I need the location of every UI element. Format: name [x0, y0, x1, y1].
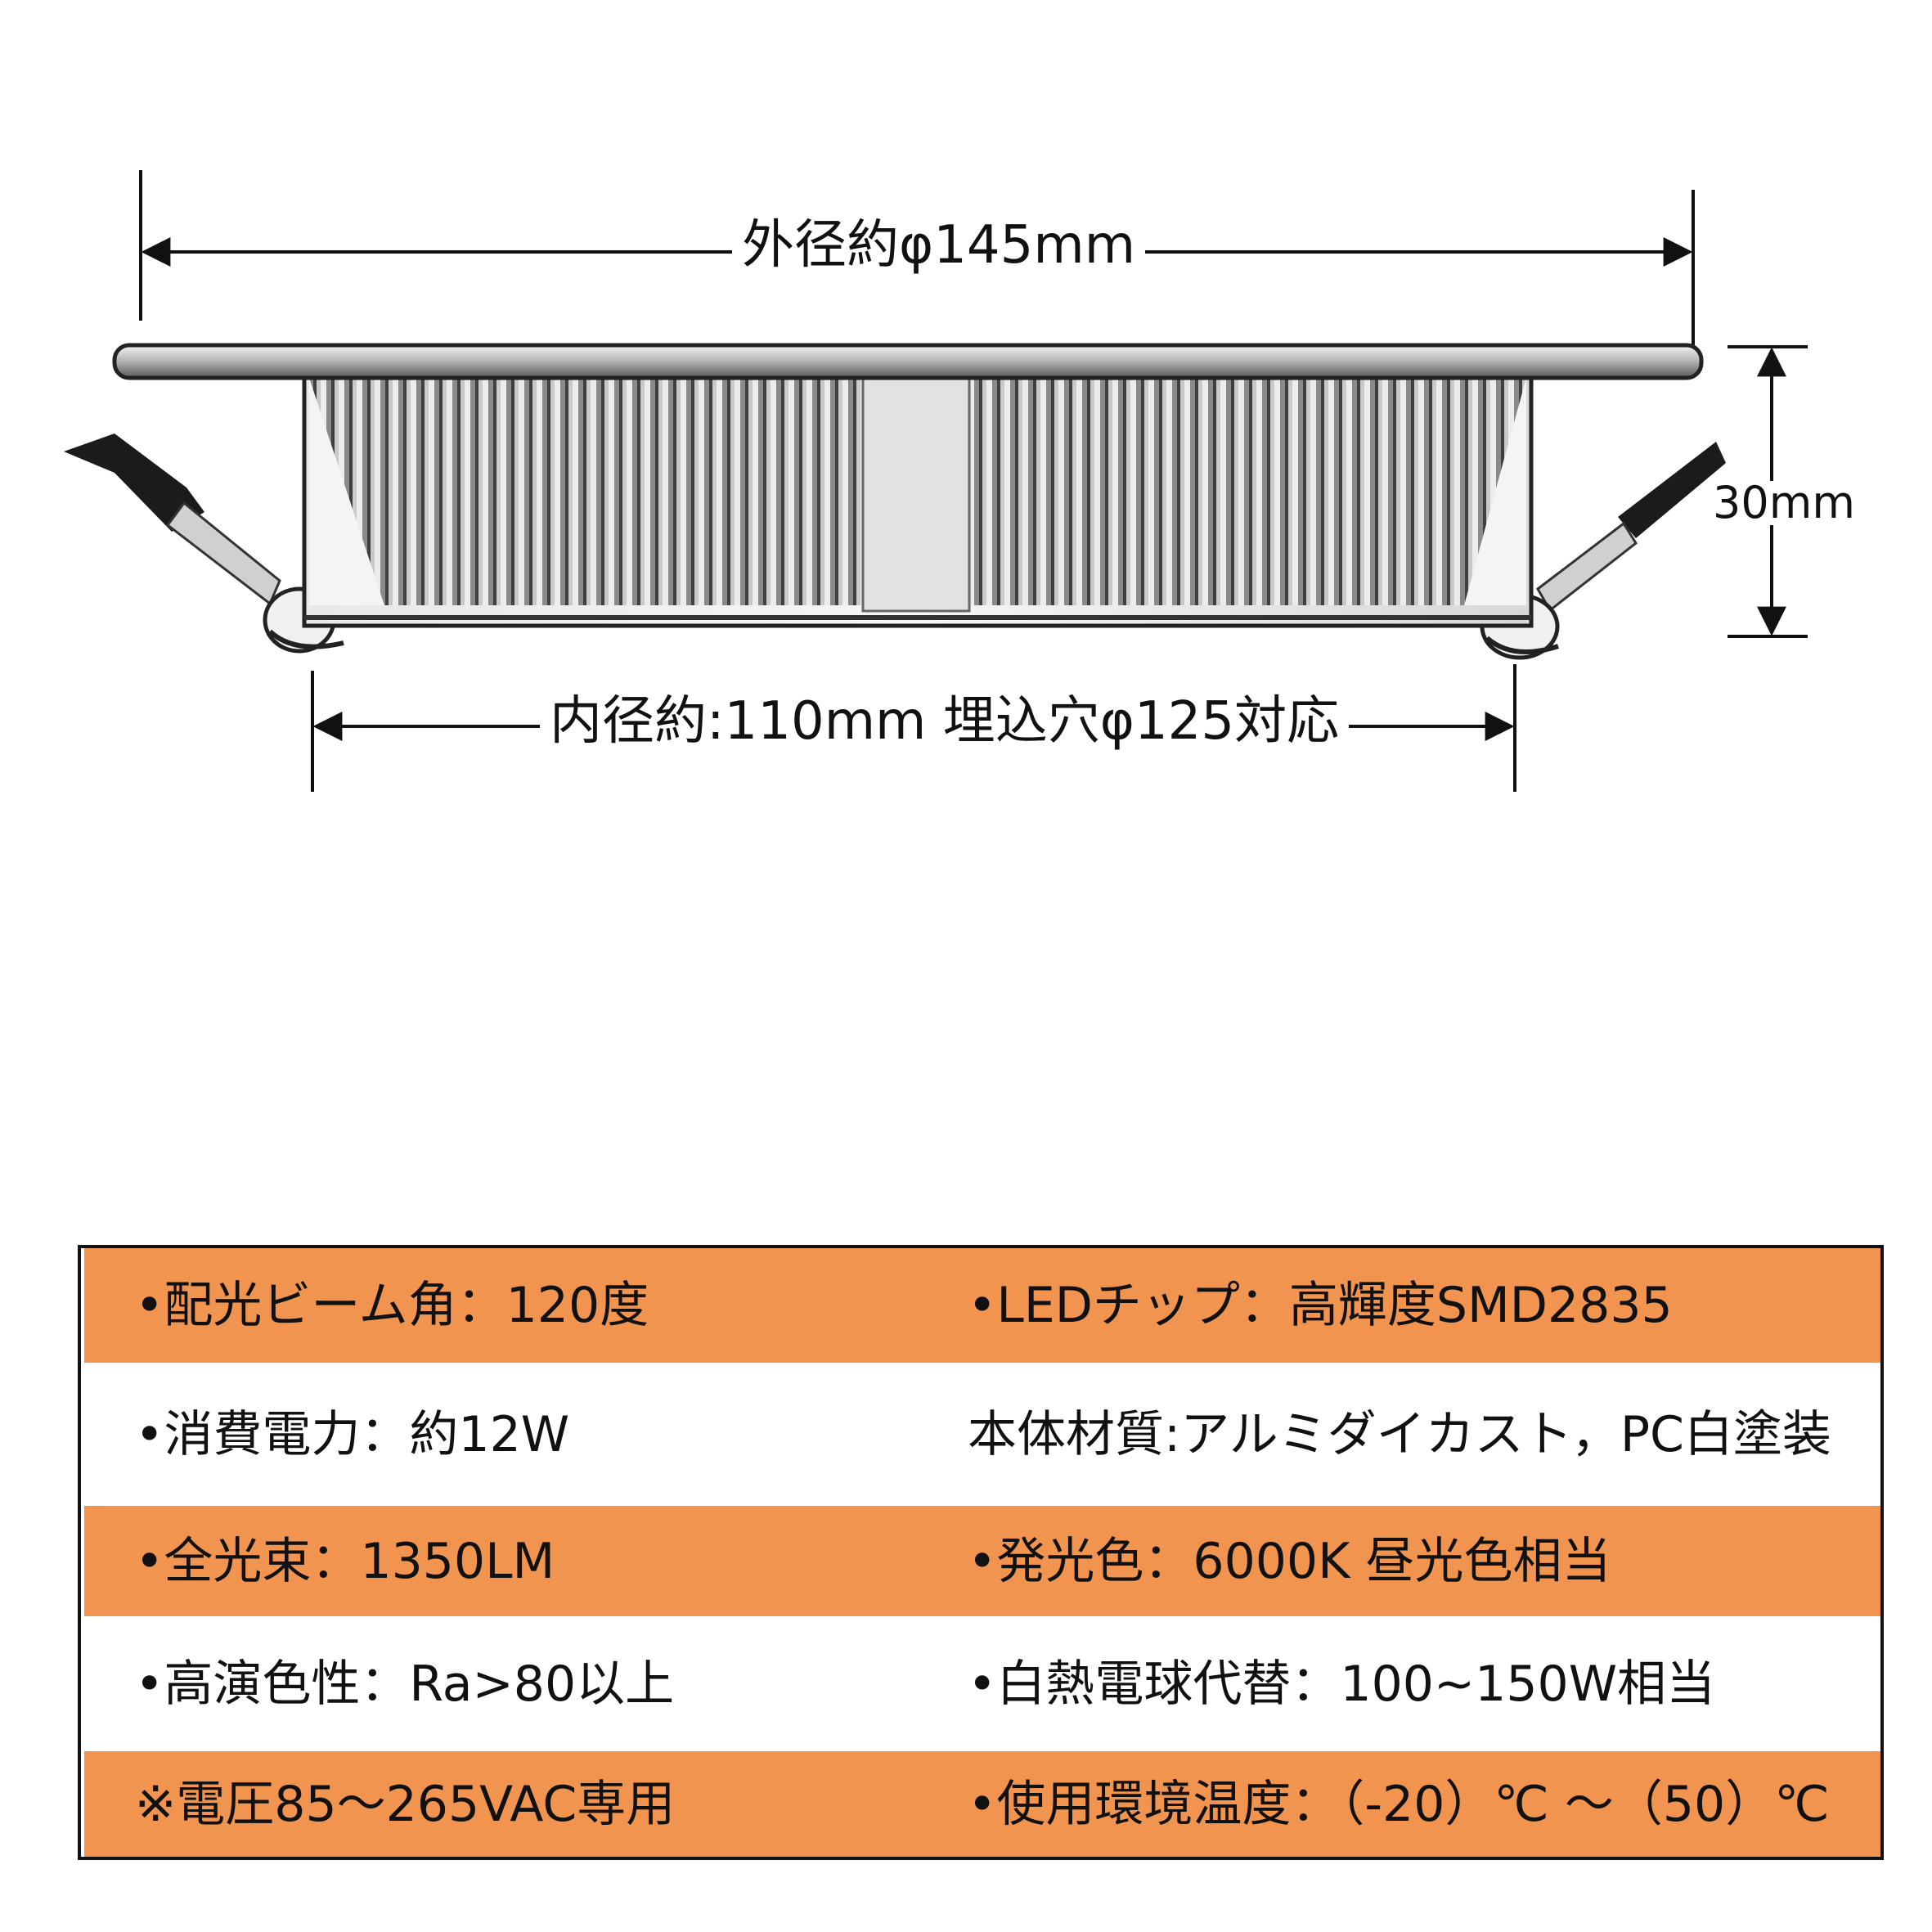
- flange: [112, 343, 1704, 380]
- spec-row: •高演色性：Ra>80以上 •白熱電球代替：100~150W相当: [84, 1616, 1880, 1751]
- spec-right: •使用環境温度：（-20）℃ ～（50）℃: [968, 1775, 1830, 1833]
- spec-left: •全光束：1350LM: [135, 1532, 555, 1590]
- spec-left: •高演色性：Ra>80以上: [135, 1655, 675, 1713]
- spec-right: •LEDチップ：高輝度SMD2835: [968, 1277, 1673, 1334]
- spec-table: •配光ビーム角：120度 •LEDチップ：高輝度SMD2835 •消費電力：約1…: [78, 1245, 1884, 1860]
- spec-row: ※電圧85～265VAC専用 •使用環境温度：（-20）℃ ～（50）℃: [84, 1751, 1880, 1857]
- product-diagram: [64, 170, 1808, 792]
- spec-right: •発光色：6000K 昼光色相当: [968, 1532, 1611, 1590]
- height-label: 30mm: [1710, 481, 1858, 525]
- spec-right: 本体材質:アルミダイカスト，PC白塗装: [968, 1405, 1831, 1463]
- spec-row: •消費電力：約12W 本体材質:アルミダイカスト，PC白塗装: [84, 1363, 1880, 1506]
- spec-left: ※電圧85～265VAC専用: [135, 1775, 676, 1833]
- spec-left: •配光ビーム角：120度: [135, 1277, 649, 1334]
- inner-diameter-label: 内径約:110mm 埋込穴φ125対応: [540, 695, 1350, 748]
- outer-diameter-label: 外径約φ145mm: [732, 219, 1146, 272]
- right-spring-clip: [1480, 442, 1726, 660]
- left-spring-clip: [64, 434, 344, 654]
- spec-left: •消費電力：約12W: [135, 1405, 570, 1463]
- spec-row: •全光束：1350LM •発光色：6000K 昼光色相当: [84, 1506, 1880, 1616]
- heatsink-body: [302, 370, 1534, 628]
- spec-row: •配光ビーム角：120度 •LEDチップ：高輝度SMD2835: [84, 1248, 1880, 1363]
- spec-right: •白熱電球代替：100~150W相当: [968, 1655, 1716, 1713]
